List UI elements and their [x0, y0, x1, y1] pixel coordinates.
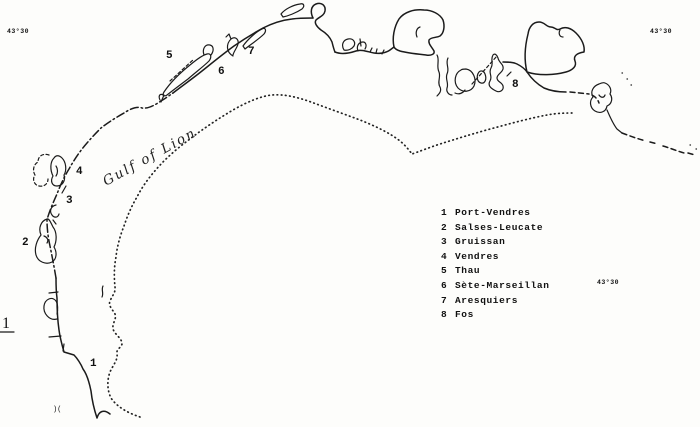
fos-canal [471, 55, 498, 85]
legend-item-number: 1 [441, 207, 448, 218]
coastline-top [172, 17, 314, 94]
sete-hook [310, 2, 336, 53]
fos-squiggle [488, 53, 512, 93]
coordinate-mid-right: 43°30 [597, 278, 619, 286]
coordinate-top-left: 43°30 [7, 27, 29, 35]
legend-item: 3 Gruissan [441, 235, 550, 250]
legend-item-name: Thau [455, 265, 481, 277]
etang-de-berre [524, 21, 585, 76]
marker-6: 6 [218, 66, 225, 78]
east-dots [621, 72, 698, 150]
marseillan-curl [225, 33, 239, 57]
coordinate-top-right: 43°30 [650, 27, 672, 35]
vendres-lagoon-west [32, 153, 50, 187]
coastline-palavas [334, 46, 395, 55]
legend-item-name: Port-Vendres [455, 207, 531, 218]
legend-item-name: Vendres [455, 250, 500, 262]
marker-8: 8 [512, 79, 519, 91]
barrier-sliver-west [242, 27, 267, 50]
vaccares-inner [415, 26, 421, 38]
marker-2: 2 [22, 237, 29, 249]
legend-item-number: 8 [441, 309, 448, 321]
coastline-south [55, 277, 111, 419]
etang-de-thau [158, 44, 214, 103]
vendres-lagoon-east [50, 155, 67, 194]
marker-7: 7 [248, 46, 255, 58]
legend-item-number: 3 [441, 236, 448, 248]
thau-dashed-shore [169, 58, 195, 82]
marker-5: 5 [166, 50, 173, 62]
coastline-fos-east [502, 61, 567, 93]
etang-vaccares [392, 9, 445, 56]
legend-item: 5 Thau [441, 264, 550, 279]
coastline-ticks-south [48, 285, 104, 352]
berre-inner [558, 29, 564, 38]
coastline-loop [43, 297, 59, 320]
marker-4: 4 [76, 166, 83, 178]
legend-item-name: Fos [455, 309, 474, 321]
legend-item: 6 Sète-Marseillan [441, 279, 550, 294]
legend-item-number: 2 [441, 221, 448, 233]
gruissan-hook [50, 204, 60, 225]
coastline-mid [46, 92, 174, 279]
legend-item-number: 4 [441, 250, 448, 262]
east-coast-dashes [621, 132, 696, 156]
legend-item-name: Sète-Marseillan [455, 279, 550, 291]
east-shore-blob [589, 81, 623, 134]
legend-item: 8 Fos [441, 308, 550, 323]
legend-item-name: Aresquiers [455, 294, 519, 306]
barrier-sliver-east [280, 3, 305, 18]
palavas-lagoons [342, 38, 385, 55]
sea-label: Gulf of Lion [100, 125, 199, 190]
legend-item-number: 6 [441, 279, 448, 291]
figure-number: 1 [2, 315, 10, 332]
legend-item: 1 Port-Vendres [441, 206, 550, 221]
marker-3: 3 [66, 195, 73, 207]
legend-item-number: 7 [441, 294, 448, 306]
legend-item: 2 Salses-Leucate [441, 221, 550, 236]
fos-lagoons [454, 68, 487, 92]
coastline-berre-south [569, 91, 600, 104]
legend-item: 4 Vendres [441, 250, 550, 265]
legend-item-number: 5 [441, 265, 448, 277]
legend-item-name: Salses-Leucate [455, 221, 544, 233]
shelf-dotted-line [107, 93, 575, 418]
etang-salses-leucate [34, 218, 57, 264]
legend-item: 7 Aresquiers [441, 294, 550, 309]
legend-item-name: Gruissan [455, 236, 506, 248]
marker-1: 1 [90, 358, 97, 370]
bottom-mark: )( [53, 406, 61, 414]
